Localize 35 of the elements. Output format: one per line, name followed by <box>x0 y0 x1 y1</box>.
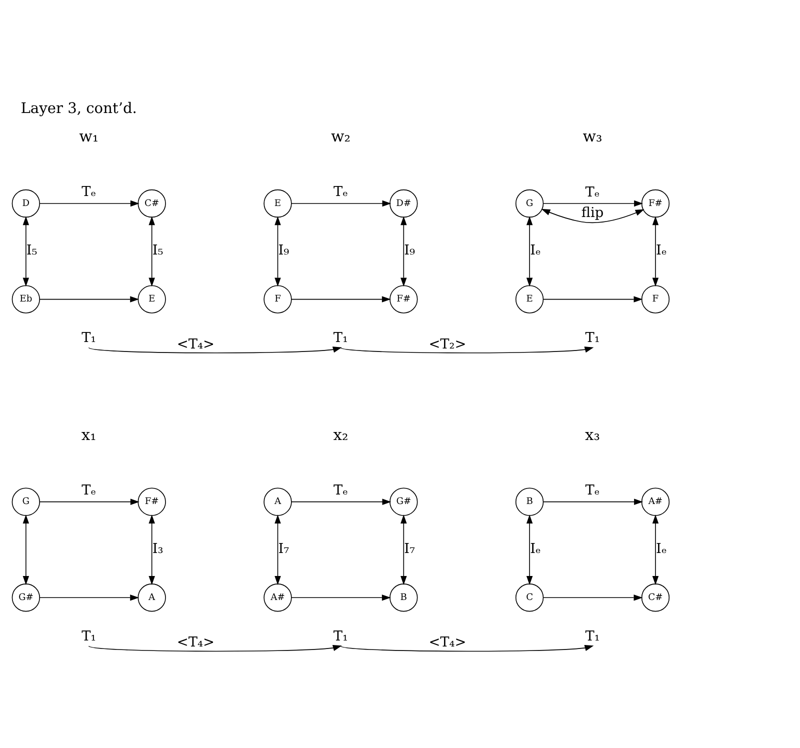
edge-label: Iₑ <box>656 242 667 258</box>
edge-label: I₇ <box>404 540 416 556</box>
label: w₂ <box>330 127 350 146</box>
edge-label: I₇ <box>278 540 290 556</box>
label: w₁ <box>79 127 99 146</box>
node-text: T₁ <box>82 628 96 644</box>
edge-label: Iₑ <box>656 540 667 556</box>
label: x₂ <box>333 425 348 444</box>
edge-label: flip <box>581 204 604 221</box>
diagram-title: Layer 3, cont’d. <box>20 99 137 116</box>
edge-label: <T₄> <box>176 634 214 650</box>
node-text: T₁ <box>333 628 348 644</box>
edge-label: <T₄> <box>428 634 466 650</box>
label: x₁ <box>81 425 96 444</box>
edge-label: Iₑ <box>530 540 541 556</box>
edge-label: I₉ <box>404 242 416 258</box>
edge-label: I₅ <box>26 242 38 258</box>
edge-label: Tₑ <box>333 184 348 200</box>
edge-label: <T₂> <box>428 336 466 352</box>
label: w₃ <box>582 127 602 146</box>
edge-label: Tₑ <box>585 482 600 498</box>
edge-label: Tₑ <box>333 482 348 498</box>
node-text: T₁ <box>333 330 348 346</box>
node-text: T₁ <box>82 330 96 346</box>
node-text: T₁ <box>585 628 600 644</box>
label: x₃ <box>585 425 600 444</box>
edge-label: I₉ <box>278 242 290 258</box>
edge-label: Tₑ <box>82 184 96 200</box>
edge-label: Tₑ <box>585 184 600 200</box>
edge-label: I₅ <box>152 242 164 258</box>
edge-label: Iₑ <box>530 242 541 258</box>
edge-label: Tₑ <box>82 482 96 498</box>
edge-label: I₃ <box>152 540 164 556</box>
node-text: T₁ <box>585 330 600 346</box>
edge-label: <T₄> <box>176 336 214 352</box>
